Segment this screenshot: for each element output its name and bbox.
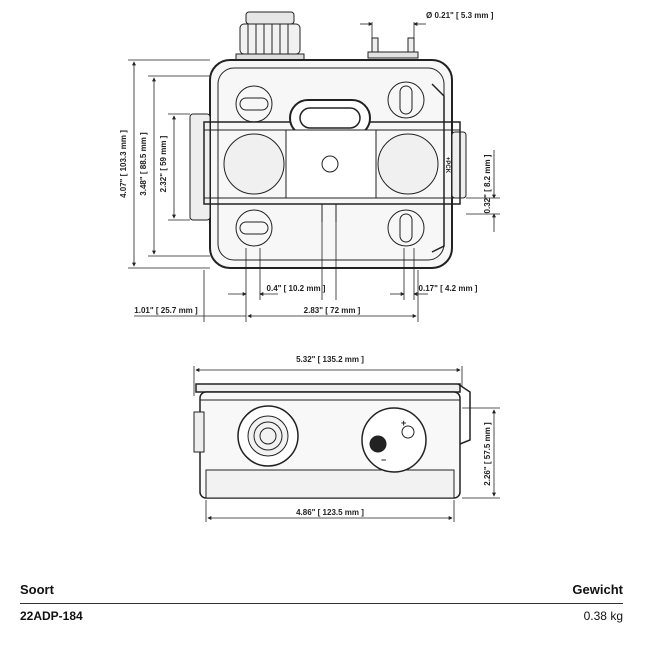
spec-table: Soort Gewicht 22ADP-184 0.38 kg — [20, 582, 623, 623]
vent-fittings — [367, 37, 419, 59]
dim-side-offset: 1.01" [ 25.7 mm ] — [134, 306, 198, 315]
top-view-dimensions — [128, 22, 500, 322]
dim-width-base: 4.86" [ 123.5 mm ] — [296, 508, 364, 517]
right-side-tab — [451, 131, 467, 199]
top-view-labels: Ø 0.21" [ 5.3 mm ] 4.07" [ 103.3 mm ] 3.… — [119, 11, 494, 315]
table-row: 22ADP-184 0.38 kg — [20, 604, 623, 623]
polarity-plus: + — [401, 418, 406, 428]
dim-fitting-diameter: Ø 0.21" [ 5.3 mm ] — [426, 11, 494, 20]
spec-table-header: Soort Gewicht — [20, 582, 623, 604]
front-view — [193, 383, 471, 499]
right-connector — [377, 133, 439, 195]
side-mark: +PCK — [444, 157, 450, 174]
dim-slot-right: 0.17" [ 4.2 mm ] — [419, 284, 478, 293]
column-type-header: Soort — [20, 582, 54, 597]
front-view-labels: 5.32" [ 135.2 mm ] 2.26" [ 57.5 mm ] 4.8… — [296, 355, 492, 517]
front-view-dimensions — [193, 366, 500, 522]
dim-height-inner: 2.32" [ 59 mm ] — [159, 135, 168, 192]
left-side-tab — [189, 113, 211, 221]
dim-width-center: 2.83" [ 72 mm ] — [304, 306, 361, 315]
weight-value: 0.38 kg — [583, 609, 623, 623]
lid-top — [195, 383, 461, 393]
model-number: 22ADP-184 — [20, 609, 83, 623]
dim-height-mount: 3.48" [ 88.5 mm ] — [139, 132, 148, 196]
base-plate — [205, 469, 455, 499]
top-view — [189, 11, 467, 269]
front-polarity: + − — [381, 418, 406, 465]
dim-width-total: 5.32" [ 135.2 mm ] — [296, 355, 364, 364]
dim-front-height: 2.26" [ 57.5 mm ] — [483, 422, 492, 486]
column-weight-header: Gewicht — [572, 582, 623, 597]
left-connector — [223, 133, 285, 195]
dim-slot-left: 0.4" [ 10.2 mm ] — [267, 284, 326, 293]
dim-height-total: 4.07" [ 103.3 mm ] — [119, 130, 128, 198]
cable-gland — [235, 11, 305, 61]
dim-right-offset: 0.32" [ 8.2 mm ] — [483, 154, 492, 213]
mounting-holes — [235, 81, 425, 247]
connector-front — [361, 407, 427, 473]
technical-drawing: Ø 0.21" [ 5.3 mm ] 4.07" [ 103.3 mm ] 3.… — [119, 11, 500, 522]
polarity-minus: − — [381, 455, 386, 465]
gland-front — [237, 405, 299, 467]
